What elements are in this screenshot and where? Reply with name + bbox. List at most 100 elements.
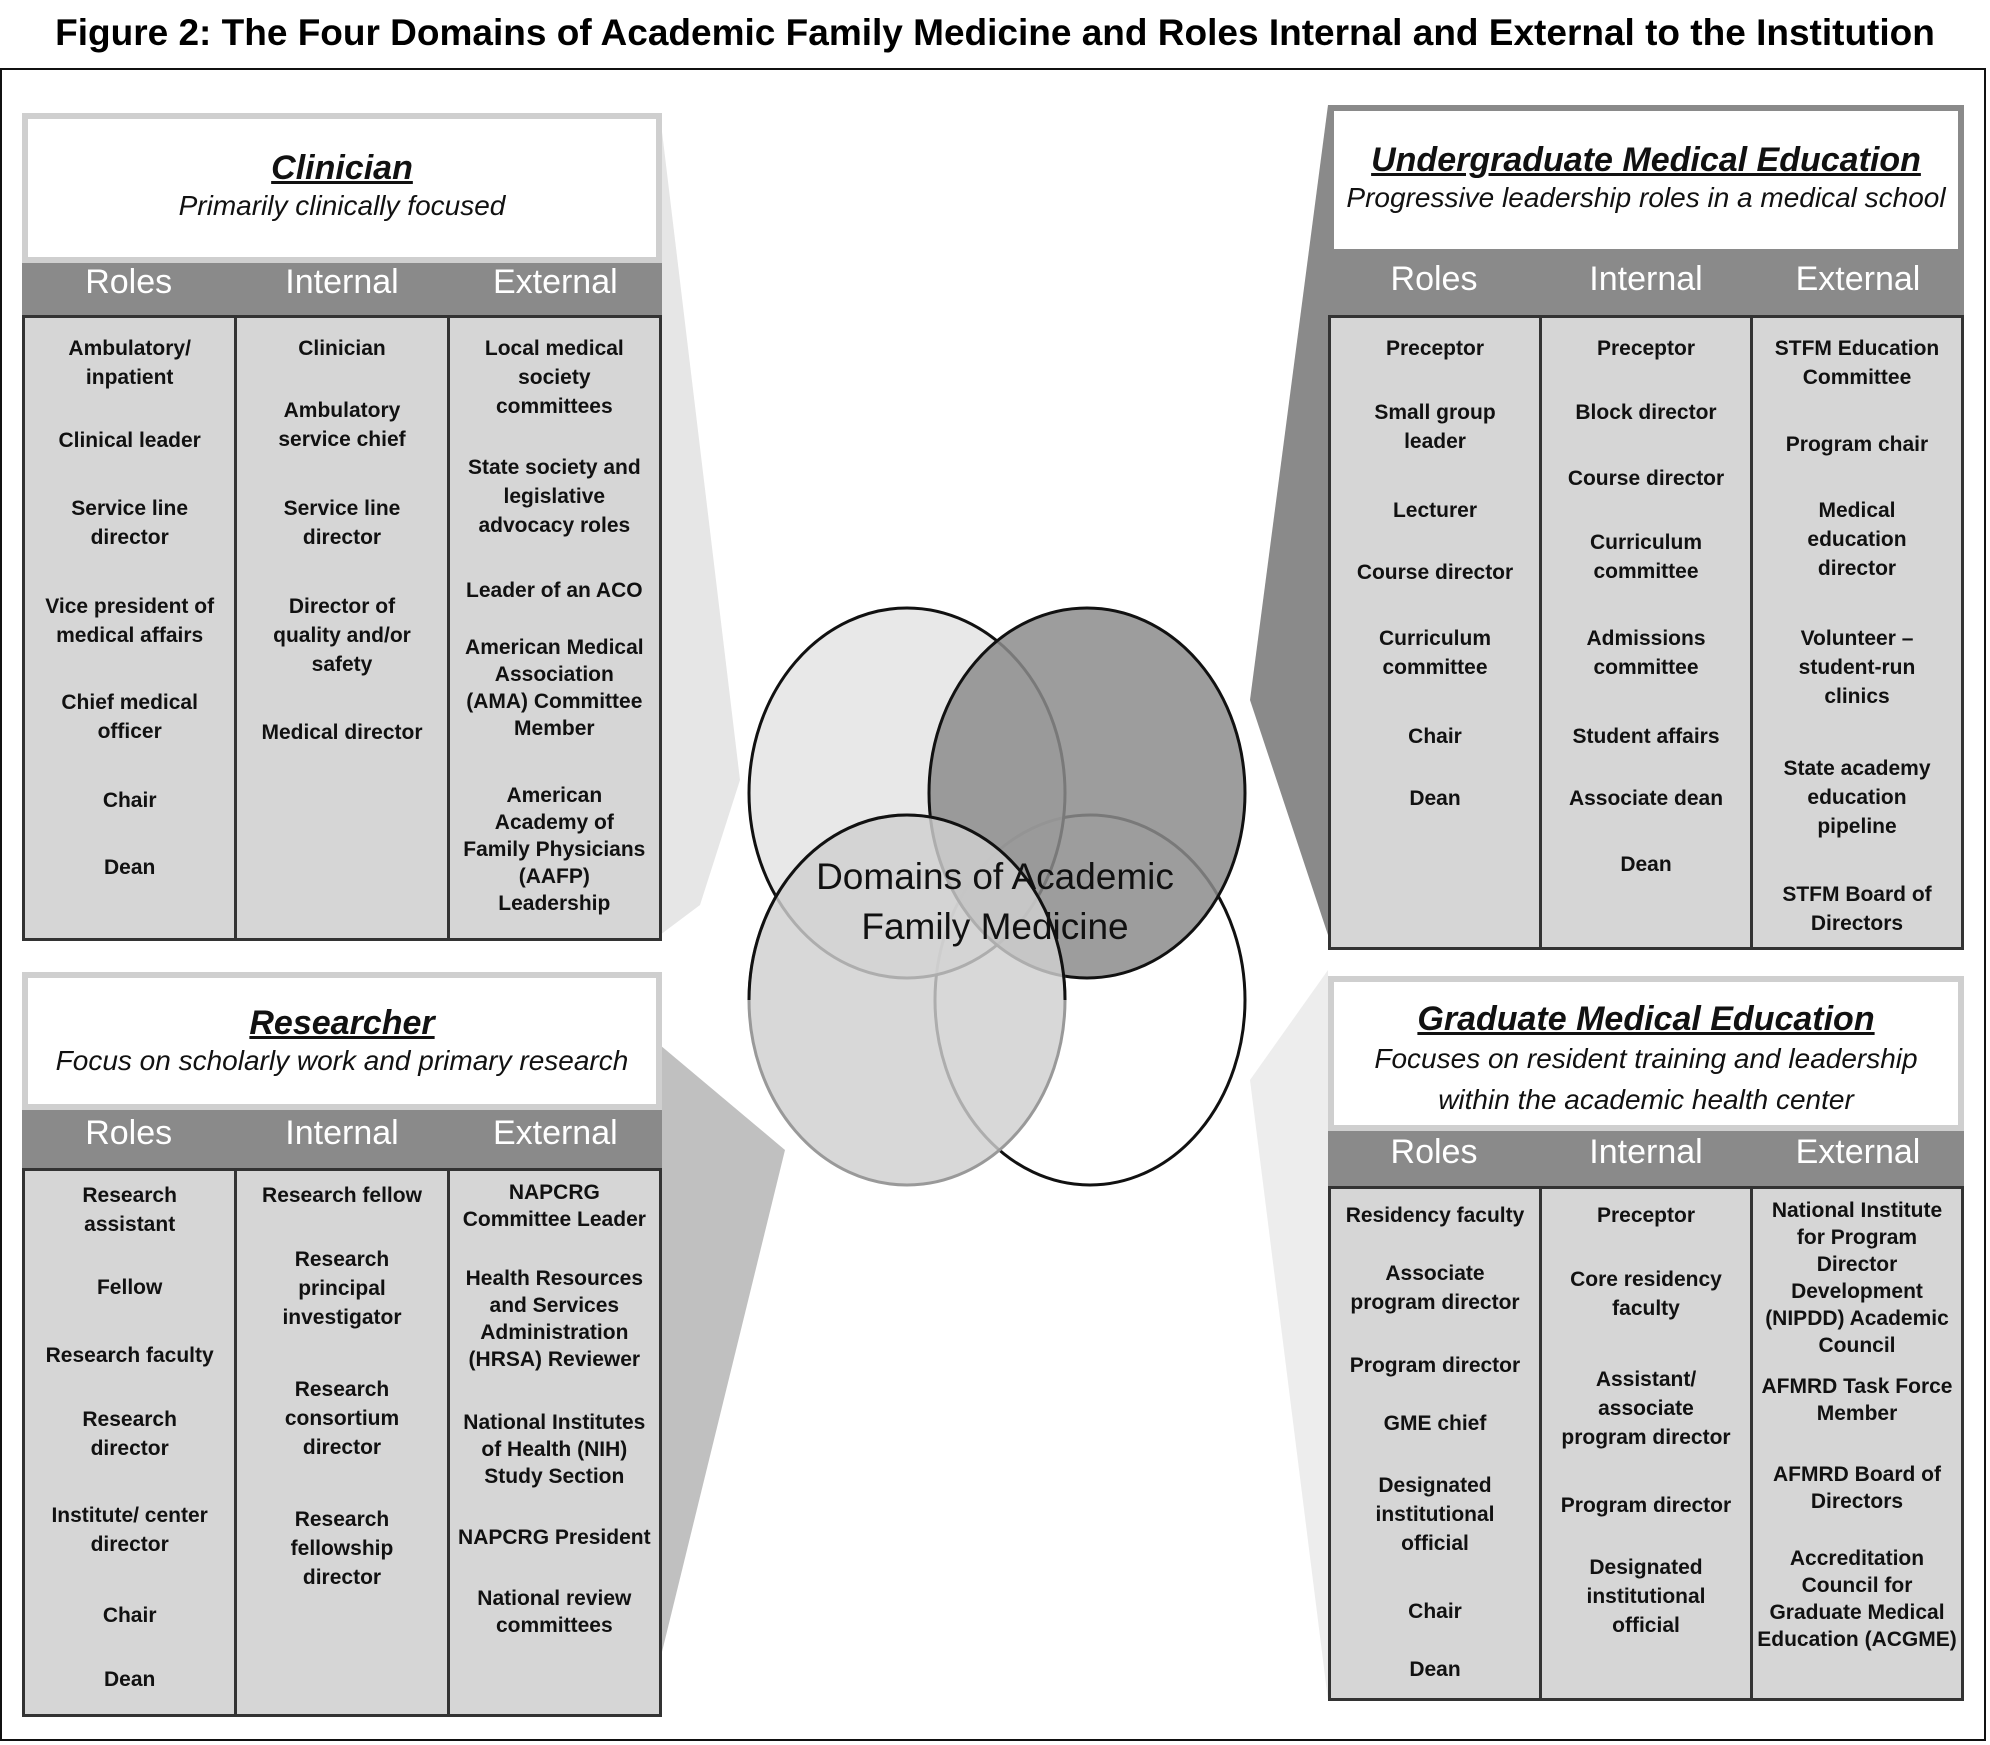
list-item: Designated institutional official: [1375, 1474, 1495, 1555]
gme-internal-column: Preceptor Core residency faculty Assista…: [1539, 1189, 1750, 1698]
list-item: Research faculty: [45, 1344, 214, 1367]
list-item: Student affairs: [1572, 725, 1720, 748]
column-roles: Roles: [1390, 260, 1478, 298]
list-item: Accreditation Council for Graduate Medic…: [1757, 1547, 1957, 1651]
list-item: American Academy of Family Physicians (A…: [463, 784, 646, 915]
researcher-table: Research assistant Fellow Research facul…: [22, 1168, 662, 1717]
list-item: National review committees: [477, 1587, 632, 1637]
list-item: Course director: [1356, 561, 1514, 584]
list-item: Assistant/ associate program director: [1561, 1368, 1731, 1449]
clinician-external-column: Local medical society committees State s…: [446, 318, 659, 938]
clinician-connector: [660, 115, 740, 935]
researcher-panel: Researcher Focus on scholarly work and p…: [22, 972, 662, 1717]
list-item: Dean: [1409, 787, 1461, 810]
list-item: Chair: [102, 789, 157, 812]
list-item: National Institutes of Health (NIH) Stud…: [463, 1411, 646, 1488]
list-item: Chair: [1408, 725, 1462, 748]
clinician-panel: Clinician Primarily clinically focused R…: [22, 113, 662, 941]
column-external: External: [492, 263, 618, 301]
ume-connector: [1250, 105, 1328, 935]
ume-title: Undergraduate Medical Education: [1371, 141, 1921, 179]
list-item: Designated institutional official: [1586, 1556, 1706, 1637]
clinician-subtitle: Primarily clinically focused: [178, 190, 506, 221]
clinician-header: Clinician Primarily clinically focused: [22, 113, 662, 263]
researcher-header: Researcher Focus on scholarly work and p…: [22, 972, 662, 1110]
list-item: Dean: [1620, 853, 1672, 876]
list-item: Research fellowship director: [290, 1508, 394, 1589]
list-item: Health Resources and Services Administra…: [465, 1267, 644, 1371]
list-item: Preceptor: [1385, 337, 1485, 360]
clinician-internal-column: Clinician Ambulatory service chief Servi…: [234, 318, 446, 938]
gme-panel: Graduate Medical Education Focuses on re…: [1328, 976, 1964, 1701]
list-item: State society and legislative advocacy r…: [467, 456, 641, 537]
clinician-table: Ambulatory/ inpatient Clinical leader Se…: [22, 315, 662, 941]
list-item: AFMRD Board of Directors: [1773, 1463, 1941, 1513]
ume-column-header: Roles Internal External: [1328, 255, 1964, 315]
list-item: Dean: [1409, 1658, 1461, 1681]
ume-roles-column: Preceptor Small group leader Lecturer Co…: [1331, 318, 1539, 947]
list-item: Research assistant: [82, 1184, 177, 1236]
clinician-title: Clinician: [271, 149, 413, 187]
list-item: State academy education pipeline: [1783, 757, 1931, 838]
figure-title: Figure 2: The Four Domains of Academic F…: [55, 12, 1935, 53]
list-item: Course director: [1567, 467, 1725, 490]
list-item: Block director: [1575, 401, 1717, 424]
researcher-external-column: NAPCRG Committee Leader Health Resources…: [446, 1171, 659, 1714]
gme-table: Residency faculty Associate program dire…: [1328, 1186, 1964, 1701]
gme-roles-column: Residency faculty Associate program dire…: [1331, 1189, 1539, 1698]
list-item: Volunteer – student-run clinics: [1798, 627, 1916, 708]
researcher-subtitle: Focus on scholarly work and primary rese…: [55, 1045, 629, 1076]
ume-subtitle: Progressive leadership roles in a medica…: [1346, 182, 1946, 213]
gme-column-header: Roles Internal External: [1328, 1131, 1964, 1186]
list-item: Vice president of medical affairs: [45, 595, 215, 647]
list-item: Admissions committee: [1586, 627, 1706, 679]
list-item: Preceptor: [1596, 337, 1696, 360]
column-internal: Internal: [285, 1114, 399, 1152]
list-item: AFMRD Task Force Member: [1761, 1375, 1953, 1425]
clinician-column-header: Roles Internal External: [22, 263, 662, 315]
clinician-roles-column: Ambulatory/ inpatient Clinical leader Se…: [25, 318, 234, 938]
researcher-internal-column: Research fellow Research principal inves…: [234, 1171, 446, 1714]
list-item: Chair: [102, 1604, 157, 1627]
list-item: National Institute for Program Director …: [1765, 1199, 1949, 1357]
column-internal: Internal: [1589, 1133, 1703, 1171]
list-item: Curriculum committee: [1589, 531, 1702, 583]
list-item: Ambulatory service chief: [278, 399, 406, 451]
gme-header: Graduate Medical Education Focuses on re…: [1328, 976, 1964, 1131]
column-internal: Internal: [285, 263, 399, 301]
list-item: STFM Board of Directors: [1782, 883, 1932, 935]
column-roles: Roles: [1390, 1133, 1478, 1171]
ume-table: Preceptor Small group leader Lecturer Co…: [1328, 315, 1964, 950]
column-external: External: [492, 1114, 618, 1152]
gme-connector: [1250, 970, 1328, 1700]
center-label: Domains of Academic Family Medicine: [816, 856, 1174, 947]
list-item: Medical director: [261, 721, 423, 744]
list-item: Core residency faculty: [1570, 1268, 1722, 1320]
gme-title: Graduate Medical Education: [1417, 1000, 1875, 1038]
column-roles: Roles: [85, 263, 173, 301]
list-item: Small group leader: [1374, 401, 1496, 453]
list-item: Dean: [103, 856, 156, 879]
ume-panel: Undergraduate Medical Education Progress…: [1328, 105, 1964, 950]
list-item: Director of quality and/or safety: [273, 595, 411, 676]
list-item: Research principal investigator: [282, 1248, 402, 1329]
list-item: Chief medical officer: [61, 691, 198, 743]
list-item: Research director: [82, 1408, 177, 1460]
list-item: Associate program director: [1350, 1262, 1520, 1314]
gme-external-column: National Institute for Program Director …: [1750, 1189, 1961, 1698]
list-item: Chair: [1408, 1600, 1462, 1623]
ume-header: Undergraduate Medical Education Progress…: [1328, 105, 1964, 255]
list-item: Lecturer: [1392, 499, 1478, 522]
list-item: Program director: [1560, 1494, 1732, 1517]
researcher-connector: [660, 1045, 785, 1660]
list-item: Fellow: [96, 1276, 163, 1299]
list-item: Associate dean: [1568, 787, 1724, 810]
figure-frame: [0, 68, 1986, 1741]
list-item: Research fellow: [262, 1184, 422, 1207]
column-external: External: [1795, 1133, 1921, 1171]
list-item: Leader of an ACO: [466, 579, 643, 602]
gme-subtitle: Focuses on resident training and leaders…: [1374, 1043, 1918, 1115]
list-item: Local medical society committees: [484, 337, 624, 418]
ume-external-column: STFM Education Committee Program chair M…: [1750, 318, 1961, 947]
list-item: STFM Education Committee: [1774, 337, 1940, 389]
